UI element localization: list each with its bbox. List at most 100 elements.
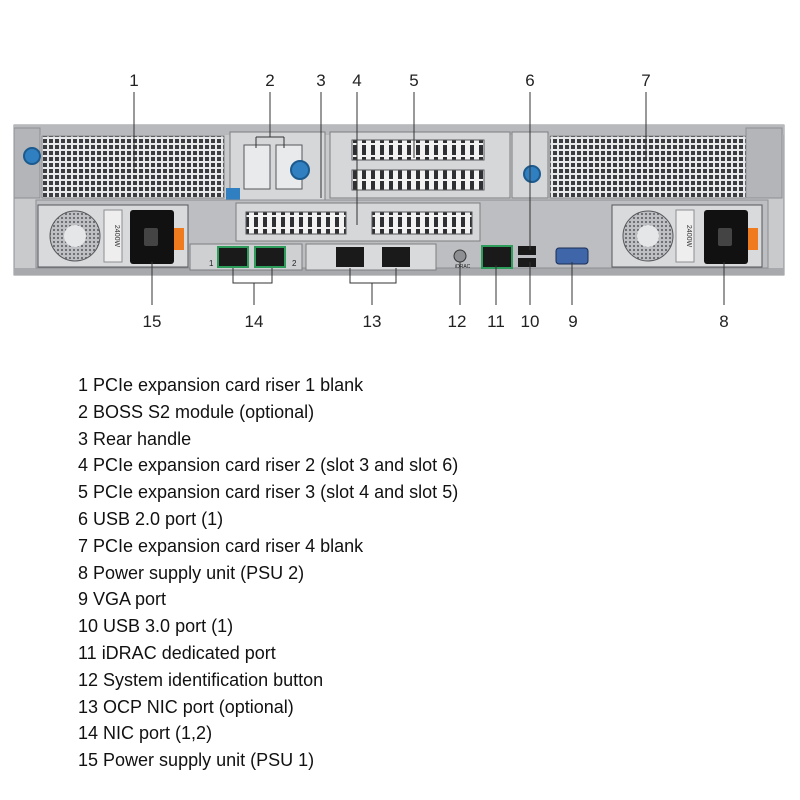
usb3-port[interactable] (518, 258, 536, 267)
legend-text: NIC port (1,2) (103, 723, 213, 744)
legend-number: 10 (78, 616, 99, 637)
right-rack-ear (745, 127, 783, 199)
callout-2: 2 (265, 71, 274, 90)
legend-number: 12 (78, 669, 99, 690)
nic-port-2-label: 2 (292, 259, 297, 268)
legend-number: 4 (78, 455, 89, 476)
idrac-label: iDRAC (455, 264, 471, 270)
nic-port-1-label: 1 (209, 259, 214, 268)
callout-13: 13 (363, 312, 382, 331)
boss-module-bay-a (243, 144, 271, 190)
riser1-blank-grille (41, 135, 225, 199)
callout-6: 6 (525, 71, 534, 90)
legend-number: 11 (78, 642, 97, 663)
callout-lines (133, 92, 725, 305)
callout-1: 1 (129, 71, 138, 90)
legend-text: Rear handle (93, 428, 192, 449)
server-rear-diagram: 2400W 1 2 iDRAC 2400W (13, 71, 785, 331)
riser4-blank-grille (549, 135, 747, 199)
legend-number: 3 (78, 428, 89, 449)
callout-14: 14 (245, 312, 264, 331)
psu2-rating-label: 2400W (685, 225, 692, 248)
legend-number: 7 (78, 535, 89, 556)
callout-7: 7 (641, 71, 650, 90)
left-thumbscrew-icon[interactable] (23, 147, 41, 165)
legend-text: USB 3.0 port (1) (103, 616, 234, 637)
callout-9: 9 (568, 312, 577, 331)
system-id-button[interactable] (453, 249, 467, 263)
legend-text: PCIe expansion card riser 2 (slot 3 and … (93, 455, 459, 476)
legend-number: 6 (78, 508, 89, 529)
boss-release-icon[interactable] (290, 160, 310, 180)
legend-text: System identification button (103, 669, 324, 690)
callout-5: 5 (409, 71, 418, 90)
psu1-handle[interactable] (174, 228, 184, 250)
right-thumbscrew-icon[interactable] (523, 165, 541, 183)
legend-text: PCIe expansion card riser 3 (slot 4 and … (93, 482, 459, 503)
callout-3: 3 (316, 71, 325, 90)
psu2-handle[interactable] (748, 228, 758, 250)
callout-12: 12 (448, 312, 467, 331)
vga-port[interactable] (555, 247, 589, 265)
psu2-rating-plate (675, 209, 695, 263)
callout-numbers: 1 2 3 4 5 6 7 8 9 10 11 12 13 14 15 (129, 71, 728, 331)
riser2-slot6[interactable] (371, 211, 473, 235)
legend-number: 14 (78, 723, 99, 744)
idrac-port[interactable] (481, 245, 513, 269)
ocp-port-2[interactable] (382, 247, 410, 267)
legend-number: 1 (78, 375, 89, 395)
riser3-slot5[interactable] (351, 169, 485, 191)
legend-number: 15 (78, 750, 99, 771)
legend-text: Power supply unit (PSU 2) (93, 562, 305, 583)
psu1-fan-hub (64, 225, 86, 247)
ocp-port-1[interactable] (336, 247, 364, 267)
legend-number: 13 (78, 696, 99, 717)
legend-text: PCIe expansion card riser 1 blank (93, 375, 364, 395)
legend-number: 2 (78, 401, 89, 422)
psu2-socket-pin (718, 228, 732, 246)
psu1-rating-plate (103, 209, 123, 263)
ocp-nic-card (305, 243, 437, 271)
callout-4: 4 (352, 71, 361, 90)
nic-port-2[interactable] (254, 246, 286, 268)
legend-text: PCIe expansion card riser 4 blank (93, 535, 364, 556)
chassis-bottom-strip (14, 268, 784, 275)
chassis-top-strip (14, 125, 784, 135)
callout-15: 15 (143, 312, 162, 331)
psu2-fan-hub (637, 225, 659, 247)
psu1-rating-label: 2400W (113, 225, 120, 248)
legend-text: iDRAC dedicated port (101, 642, 276, 663)
boss-blue-tab[interactable] (226, 188, 240, 200)
usb2-port[interactable] (518, 246, 536, 255)
riser3-slot4[interactable] (351, 139, 485, 161)
legend-text: BOSS S2 module (optional) (93, 401, 315, 422)
legend-text: Power supply unit (PSU 1) (103, 750, 315, 771)
legend-number: 9 (78, 589, 89, 610)
nic-port-1[interactable] (217, 246, 249, 268)
legend-text: OCP NIC port (optional) (103, 696, 294, 717)
riser2-slot3[interactable] (245, 211, 347, 235)
legend-number: 5 (78, 482, 89, 503)
psu1-socket-pin (144, 228, 158, 246)
callout-11: 11 (487, 312, 505, 331)
callout-10: 10 (521, 312, 540, 331)
legend-text: VGA port (93, 589, 167, 610)
legend-number: 8 (78, 562, 89, 583)
callout-8: 8 (719, 312, 728, 331)
